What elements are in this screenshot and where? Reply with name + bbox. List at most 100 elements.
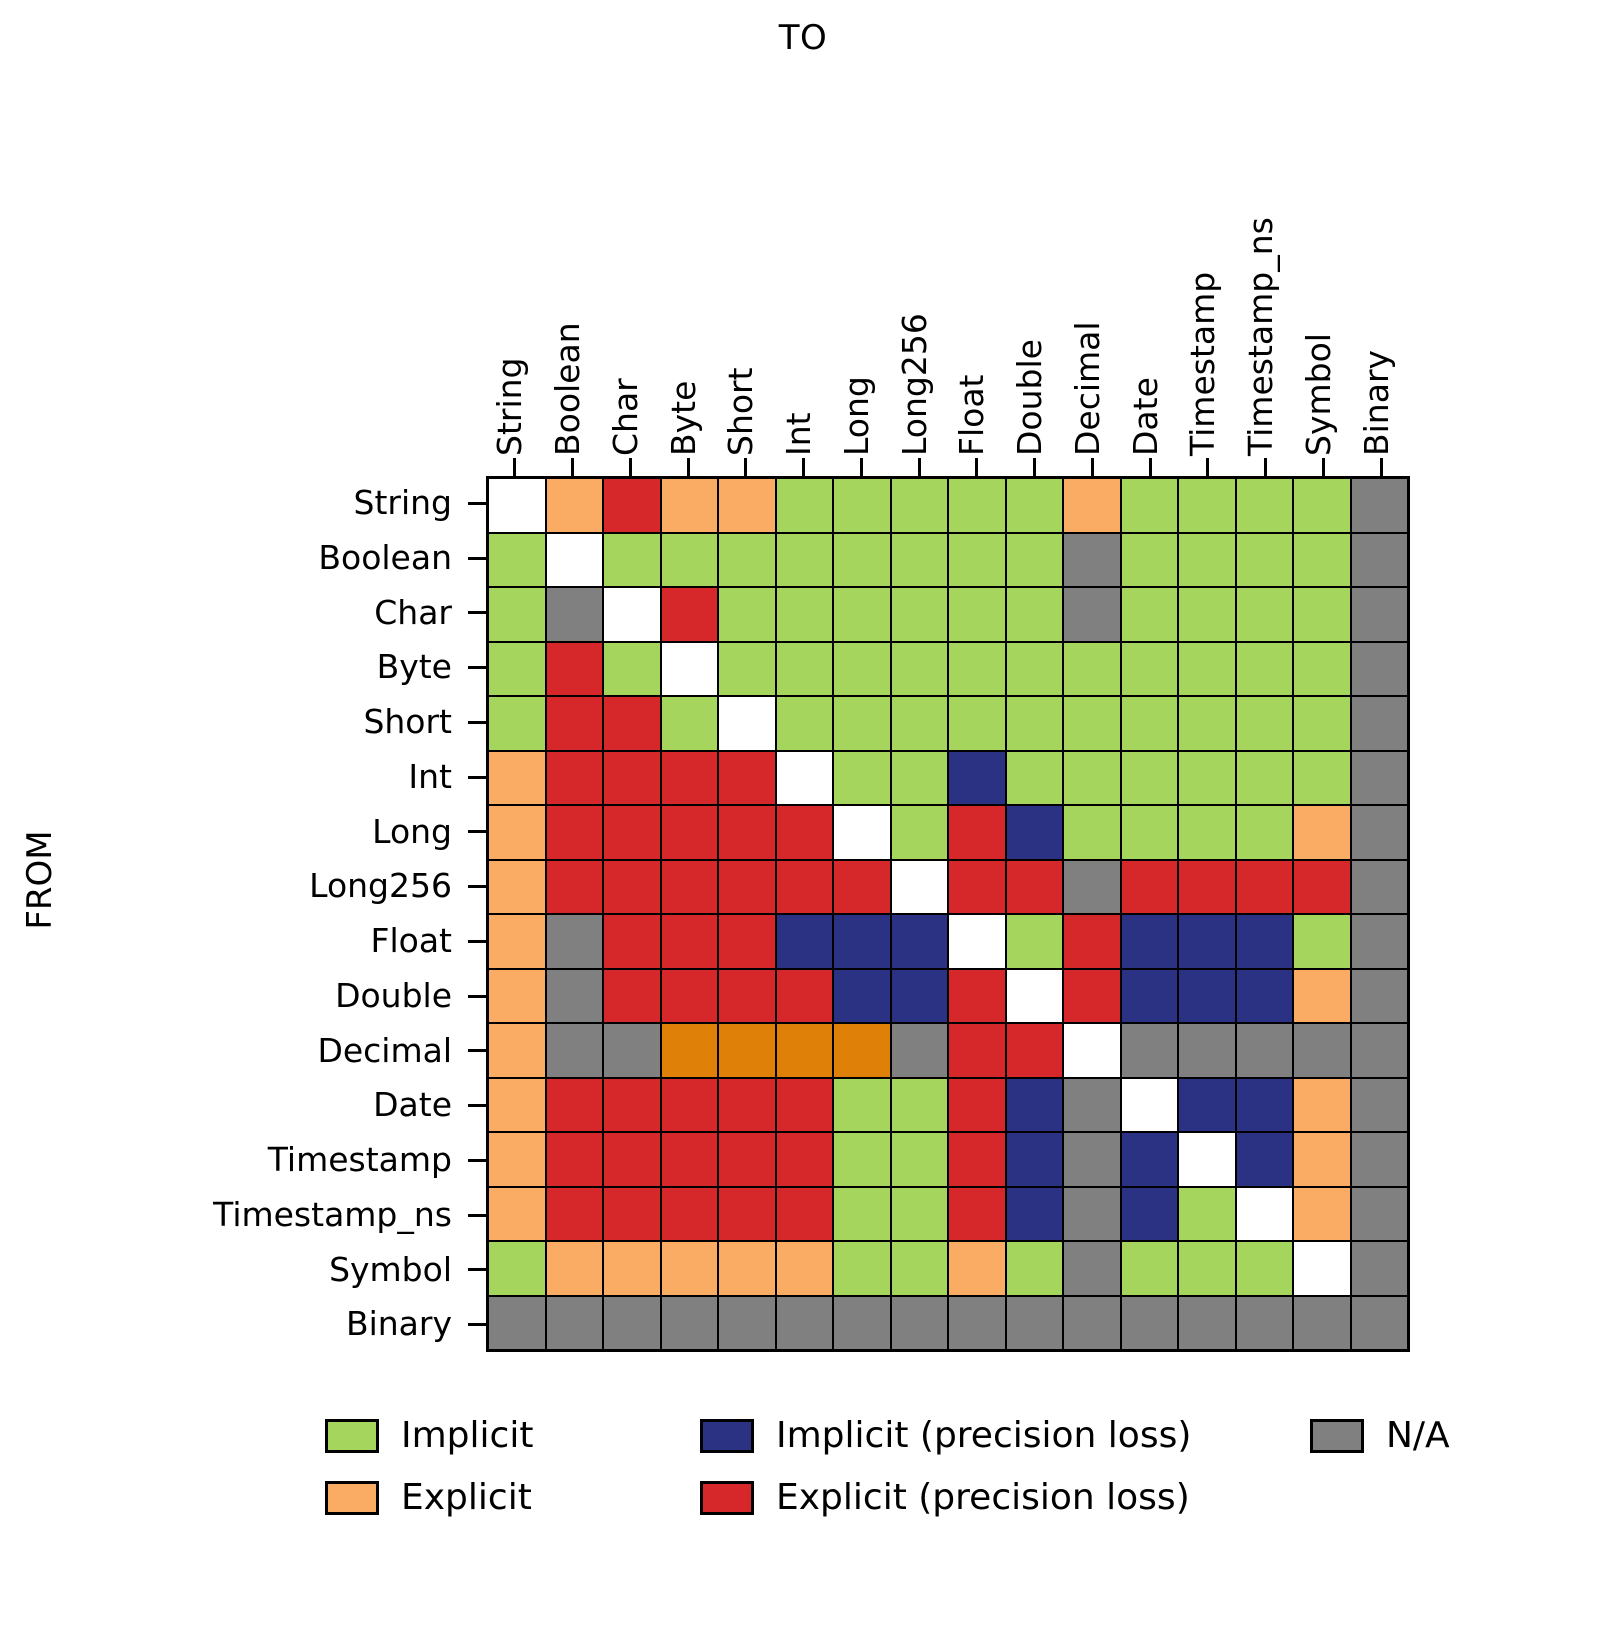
- matrix-cell: [1294, 1187, 1350, 1240]
- column-tick: [802, 458, 806, 476]
- matrix-cell: [834, 479, 890, 532]
- matrix-cell: [949, 1078, 1005, 1131]
- matrix-cell: [891, 642, 947, 695]
- matrix-cell: [776, 860, 832, 913]
- matrix-cell: [834, 1187, 890, 1240]
- matrix-cell: [489, 751, 545, 804]
- matrix-cell: [604, 1296, 660, 1349]
- column-label-long: Long: [836, 376, 876, 456]
- matrix-cell: [546, 1187, 602, 1240]
- legend-swatch-implicit-loss: [700, 1419, 754, 1453]
- legend-label: Implicit: [401, 1415, 534, 1456]
- matrix-cell: [1121, 479, 1177, 532]
- matrix-cell: [489, 697, 545, 750]
- matrix-cell: [1179, 479, 1235, 532]
- matrix-cell: [489, 642, 545, 695]
- matrix-cell: [546, 1242, 602, 1295]
- column-tick: [975, 458, 979, 476]
- matrix-cell: [1064, 697, 1120, 750]
- matrix-cell: [776, 1296, 832, 1349]
- legend-label: Implicit (precision loss): [776, 1415, 1192, 1456]
- matrix-cell: [1236, 1242, 1292, 1295]
- matrix-cell: [546, 1133, 602, 1186]
- row-label-int: Int: [408, 756, 452, 796]
- matrix-cell: [1351, 697, 1407, 750]
- matrix-cell: [1179, 697, 1235, 750]
- matrix-cell: [1006, 1187, 1062, 1240]
- row-tick: [468, 775, 486, 779]
- matrix-cell: [1064, 860, 1120, 913]
- column-label-float: Float: [952, 374, 992, 456]
- matrix-cell: [661, 1187, 717, 1240]
- matrix-cell: [1294, 533, 1350, 586]
- matrix-cell: [1179, 806, 1235, 859]
- matrix-cell: [1006, 479, 1062, 532]
- matrix-cell: [1179, 860, 1235, 913]
- column-label-char: Char: [605, 378, 645, 456]
- matrix-cell: [834, 969, 890, 1022]
- matrix-cell: [1064, 1242, 1120, 1295]
- matrix-cell: [546, 588, 602, 641]
- matrix-cell: [1006, 806, 1062, 859]
- matrix-cell: [1351, 969, 1407, 1022]
- matrix-cell: [949, 751, 1005, 804]
- column-tick: [571, 458, 575, 476]
- matrix-cell: [604, 751, 660, 804]
- matrix-cell: [661, 860, 717, 913]
- row-tick: [468, 830, 486, 834]
- matrix-cell: [604, 806, 660, 859]
- top-axis-title: TO: [778, 18, 828, 58]
- matrix-cell: [891, 751, 947, 804]
- matrix-cell: [1179, 1296, 1235, 1349]
- matrix-cell: [1121, 642, 1177, 695]
- matrix-cell: [1351, 1133, 1407, 1186]
- matrix-cell: [489, 1024, 545, 1077]
- row-label-string: String: [353, 483, 452, 522]
- matrix-cell: [661, 751, 717, 804]
- matrix-cell: [949, 860, 1005, 913]
- matrix-cell: [891, 1078, 947, 1131]
- matrix-cell: [834, 915, 890, 968]
- matrix-cell: [1006, 642, 1062, 695]
- matrix-cell: [1294, 1296, 1350, 1349]
- matrix-cell: [949, 479, 1005, 532]
- matrix-cell: [719, 1187, 775, 1240]
- matrix-cell: [834, 697, 890, 750]
- matrix-cell: [489, 1078, 545, 1131]
- legend-item-implicit-loss: Implicit (precision loss): [700, 1418, 1191, 1454]
- column-tick: [1090, 458, 1094, 476]
- column-label-timestamp_ns: Timestamp_ns: [1241, 217, 1281, 456]
- matrix-cell: [1064, 1133, 1120, 1186]
- matrix-cell: [834, 860, 890, 913]
- matrix-cell: [1006, 1024, 1062, 1077]
- legend-label: Explicit (precision loss): [776, 1477, 1190, 1518]
- matrix-cell: [604, 1024, 660, 1077]
- matrix-cell: [661, 588, 717, 641]
- matrix-cell: [1006, 1296, 1062, 1349]
- matrix-cell: [776, 806, 832, 859]
- matrix-cell: [1064, 1296, 1120, 1349]
- matrix-cell: [1236, 860, 1292, 913]
- matrix-cell: [489, 1296, 545, 1349]
- matrix-cell: [776, 1133, 832, 1186]
- matrix-cell: [1236, 806, 1292, 859]
- row-label-long: Long: [372, 811, 452, 851]
- row-tick: [468, 1213, 486, 1217]
- matrix-cell: [949, 1242, 1005, 1295]
- matrix-cell: [834, 642, 890, 695]
- matrix-cell: [1064, 533, 1120, 586]
- matrix-cell: [546, 1296, 602, 1349]
- matrix-cell: [661, 479, 717, 532]
- row-tick: [468, 1158, 486, 1162]
- matrix-cell: [949, 1187, 1005, 1240]
- matrix-cell: [1064, 479, 1120, 532]
- matrix-cell: [834, 533, 890, 586]
- matrix-cell: [834, 1242, 890, 1295]
- matrix-cell: [1006, 697, 1062, 750]
- matrix-cell: [719, 697, 775, 750]
- column-label-long256: Long256: [894, 313, 934, 456]
- row-label-decimal: Decimal: [317, 1030, 452, 1070]
- matrix-cell: [661, 642, 717, 695]
- row-label-byte: Byte: [376, 647, 452, 687]
